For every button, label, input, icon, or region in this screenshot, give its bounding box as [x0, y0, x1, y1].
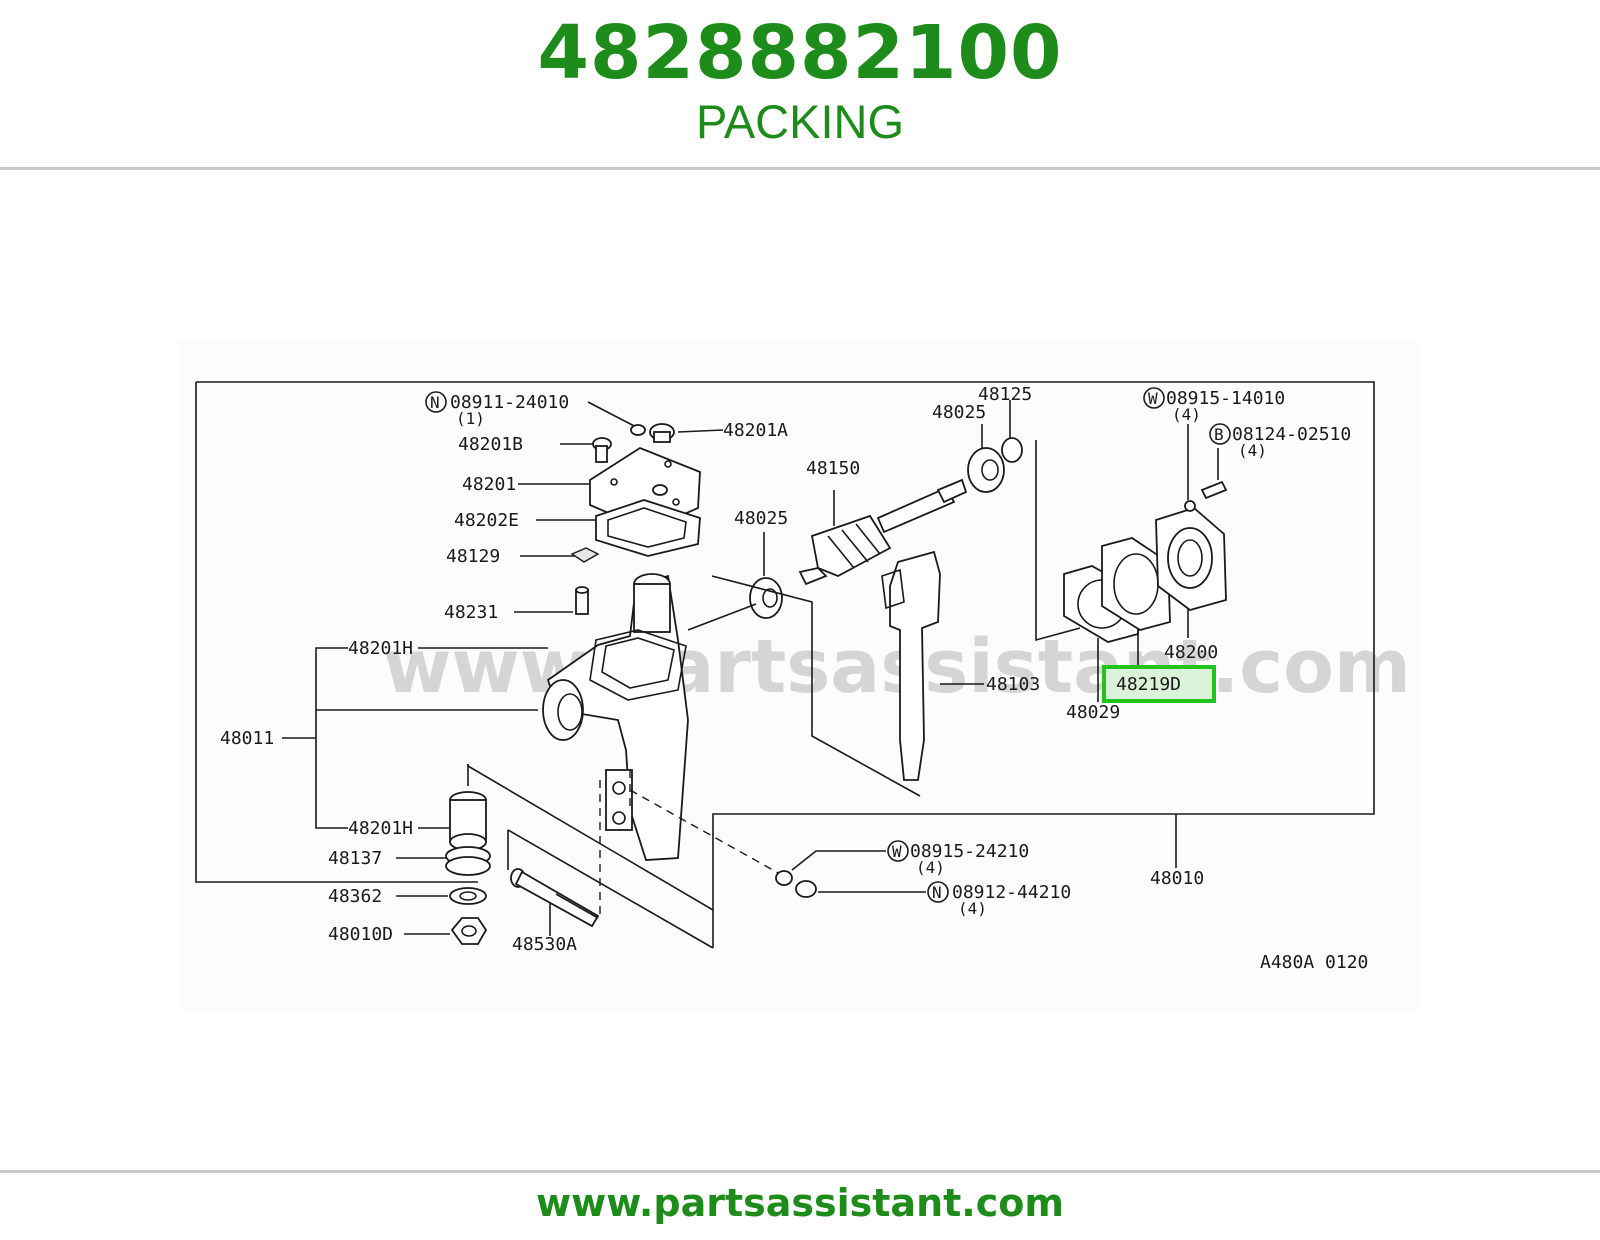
bolt-48201B — [592, 437, 612, 463]
label-08915-14010-qty: (4) — [1172, 405, 1201, 424]
worm-shaft-48150 — [798, 478, 968, 586]
label-08124-02510: 08124-02510 — [1232, 424, 1351, 445]
badge-n-top: N — [430, 393, 440, 412]
leader-lines-right — [1097, 424, 1219, 868]
frame-left-edge — [195, 382, 478, 883]
label-48029: 48029 — [1066, 702, 1120, 723]
bracket-lines-48011 — [282, 647, 714, 949]
label-48219D: 48219D — [1116, 674, 1181, 695]
plug-48201A — [649, 423, 675, 443]
leader-lines-middle — [687, 400, 1081, 797]
parts-diagram-svg: www.partsassistant.com — [195, 381, 1411, 973]
washer-n-small — [630, 424, 646, 436]
label-48103: 48103 — [986, 674, 1040, 695]
label-48530A: 48530A — [512, 934, 577, 955]
diagram-watermark: www.partsassistant.com — [383, 624, 1411, 710]
bolt-48530A — [510, 868, 600, 928]
badge-w-top: W — [1148, 389, 1158, 408]
label-48010: 48010 — [1150, 868, 1204, 889]
nut-08912-44210 — [795, 880, 817, 898]
label-48201H-bottom: 48201H — [348, 818, 413, 839]
label-08911-24010: 08911-24010 — [450, 392, 569, 413]
parts-diagram: www.partsassistant.com — [178, 340, 1418, 1010]
part-name-subtitle: PACKING — [695, 95, 905, 148]
label-48150: 48150 — [806, 458, 860, 479]
label-48201H-top: 48201H — [348, 638, 413, 659]
highlight-box-48219D — [1102, 665, 1216, 703]
label-08911-24010-qty: (1) — [456, 409, 485, 428]
label-48010D: 48010D — [328, 924, 393, 945]
label-08915-14010: 08915-14010 — [1166, 388, 1285, 409]
diagram-labels: N 08911-24010 (1) 48201A 48201B 48201 48… — [220, 384, 1368, 973]
gasket-48202E — [595, 499, 701, 557]
sector-shaft-48103 — [881, 550, 941, 781]
label-08912-44210-qty: (4) — [958, 899, 987, 918]
frame-outline — [196, 381, 1375, 948]
footer-divider — [0, 1170, 1600, 1173]
label-48362: 48362 — [328, 886, 382, 907]
bolt-48231 — [575, 586, 589, 615]
badge-w-bottom: W — [892, 842, 902, 861]
label-48025-left: 48025 — [734, 508, 788, 529]
label-08915-24210-qty: (4) — [916, 858, 945, 877]
part-number-title: 4828882100 — [537, 10, 1063, 96]
label-48202E: 48202E — [454, 510, 519, 531]
dashed-leaders — [599, 770, 781, 920]
figure-code: A480A 0120 — [1260, 952, 1368, 973]
label-48137: 48137 — [328, 848, 382, 869]
header-divider — [0, 167, 1600, 170]
bolts-08124 — [1184, 480, 1228, 512]
label-48201A: 48201A — [723, 420, 788, 441]
bearing-48025-left — [749, 577, 783, 619]
label-48125: 48125 — [978, 384, 1032, 405]
label-08915-24210: 08915-24210 — [910, 841, 1029, 862]
badge-n-bottom: N — [932, 883, 942, 902]
label-48231: 48231 — [444, 602, 498, 623]
label-48129: 48129 — [446, 546, 500, 567]
label-08124-02510-qty: (4) — [1238, 441, 1267, 460]
plate-48129 — [570, 547, 600, 563]
washer-08915-24210 — [775, 870, 793, 886]
bearing-48025-right — [967, 447, 1005, 493]
header: 4828882100 PACKING — [0, 0, 1600, 168]
washer-48362 — [449, 887, 487, 905]
label-48201B: 48201B — [458, 434, 523, 455]
badge-b: B — [1214, 425, 1224, 444]
leader-lines-bottom — [791, 850, 926, 893]
label-48200: 48200 — [1164, 642, 1218, 663]
nut-48125 — [1001, 437, 1023, 463]
seal-48137 — [445, 846, 491, 876]
side-cover-48200 — [1155, 506, 1227, 611]
label-48025-right: 48025 — [932, 402, 986, 423]
gear-housing-48011 — [542, 573, 689, 861]
label-08912-44210: 08912-44210 — [952, 882, 1071, 903]
leader-lines-left — [514, 401, 724, 613]
footer-website-link[interactable]: www.partsassistant.com — [536, 1181, 1064, 1225]
label-48011: 48011 — [220, 728, 274, 749]
nut-48010D — [450, 917, 488, 945]
adjuster-48201H — [449, 791, 487, 851]
label-48201: 48201 — [462, 474, 516, 495]
